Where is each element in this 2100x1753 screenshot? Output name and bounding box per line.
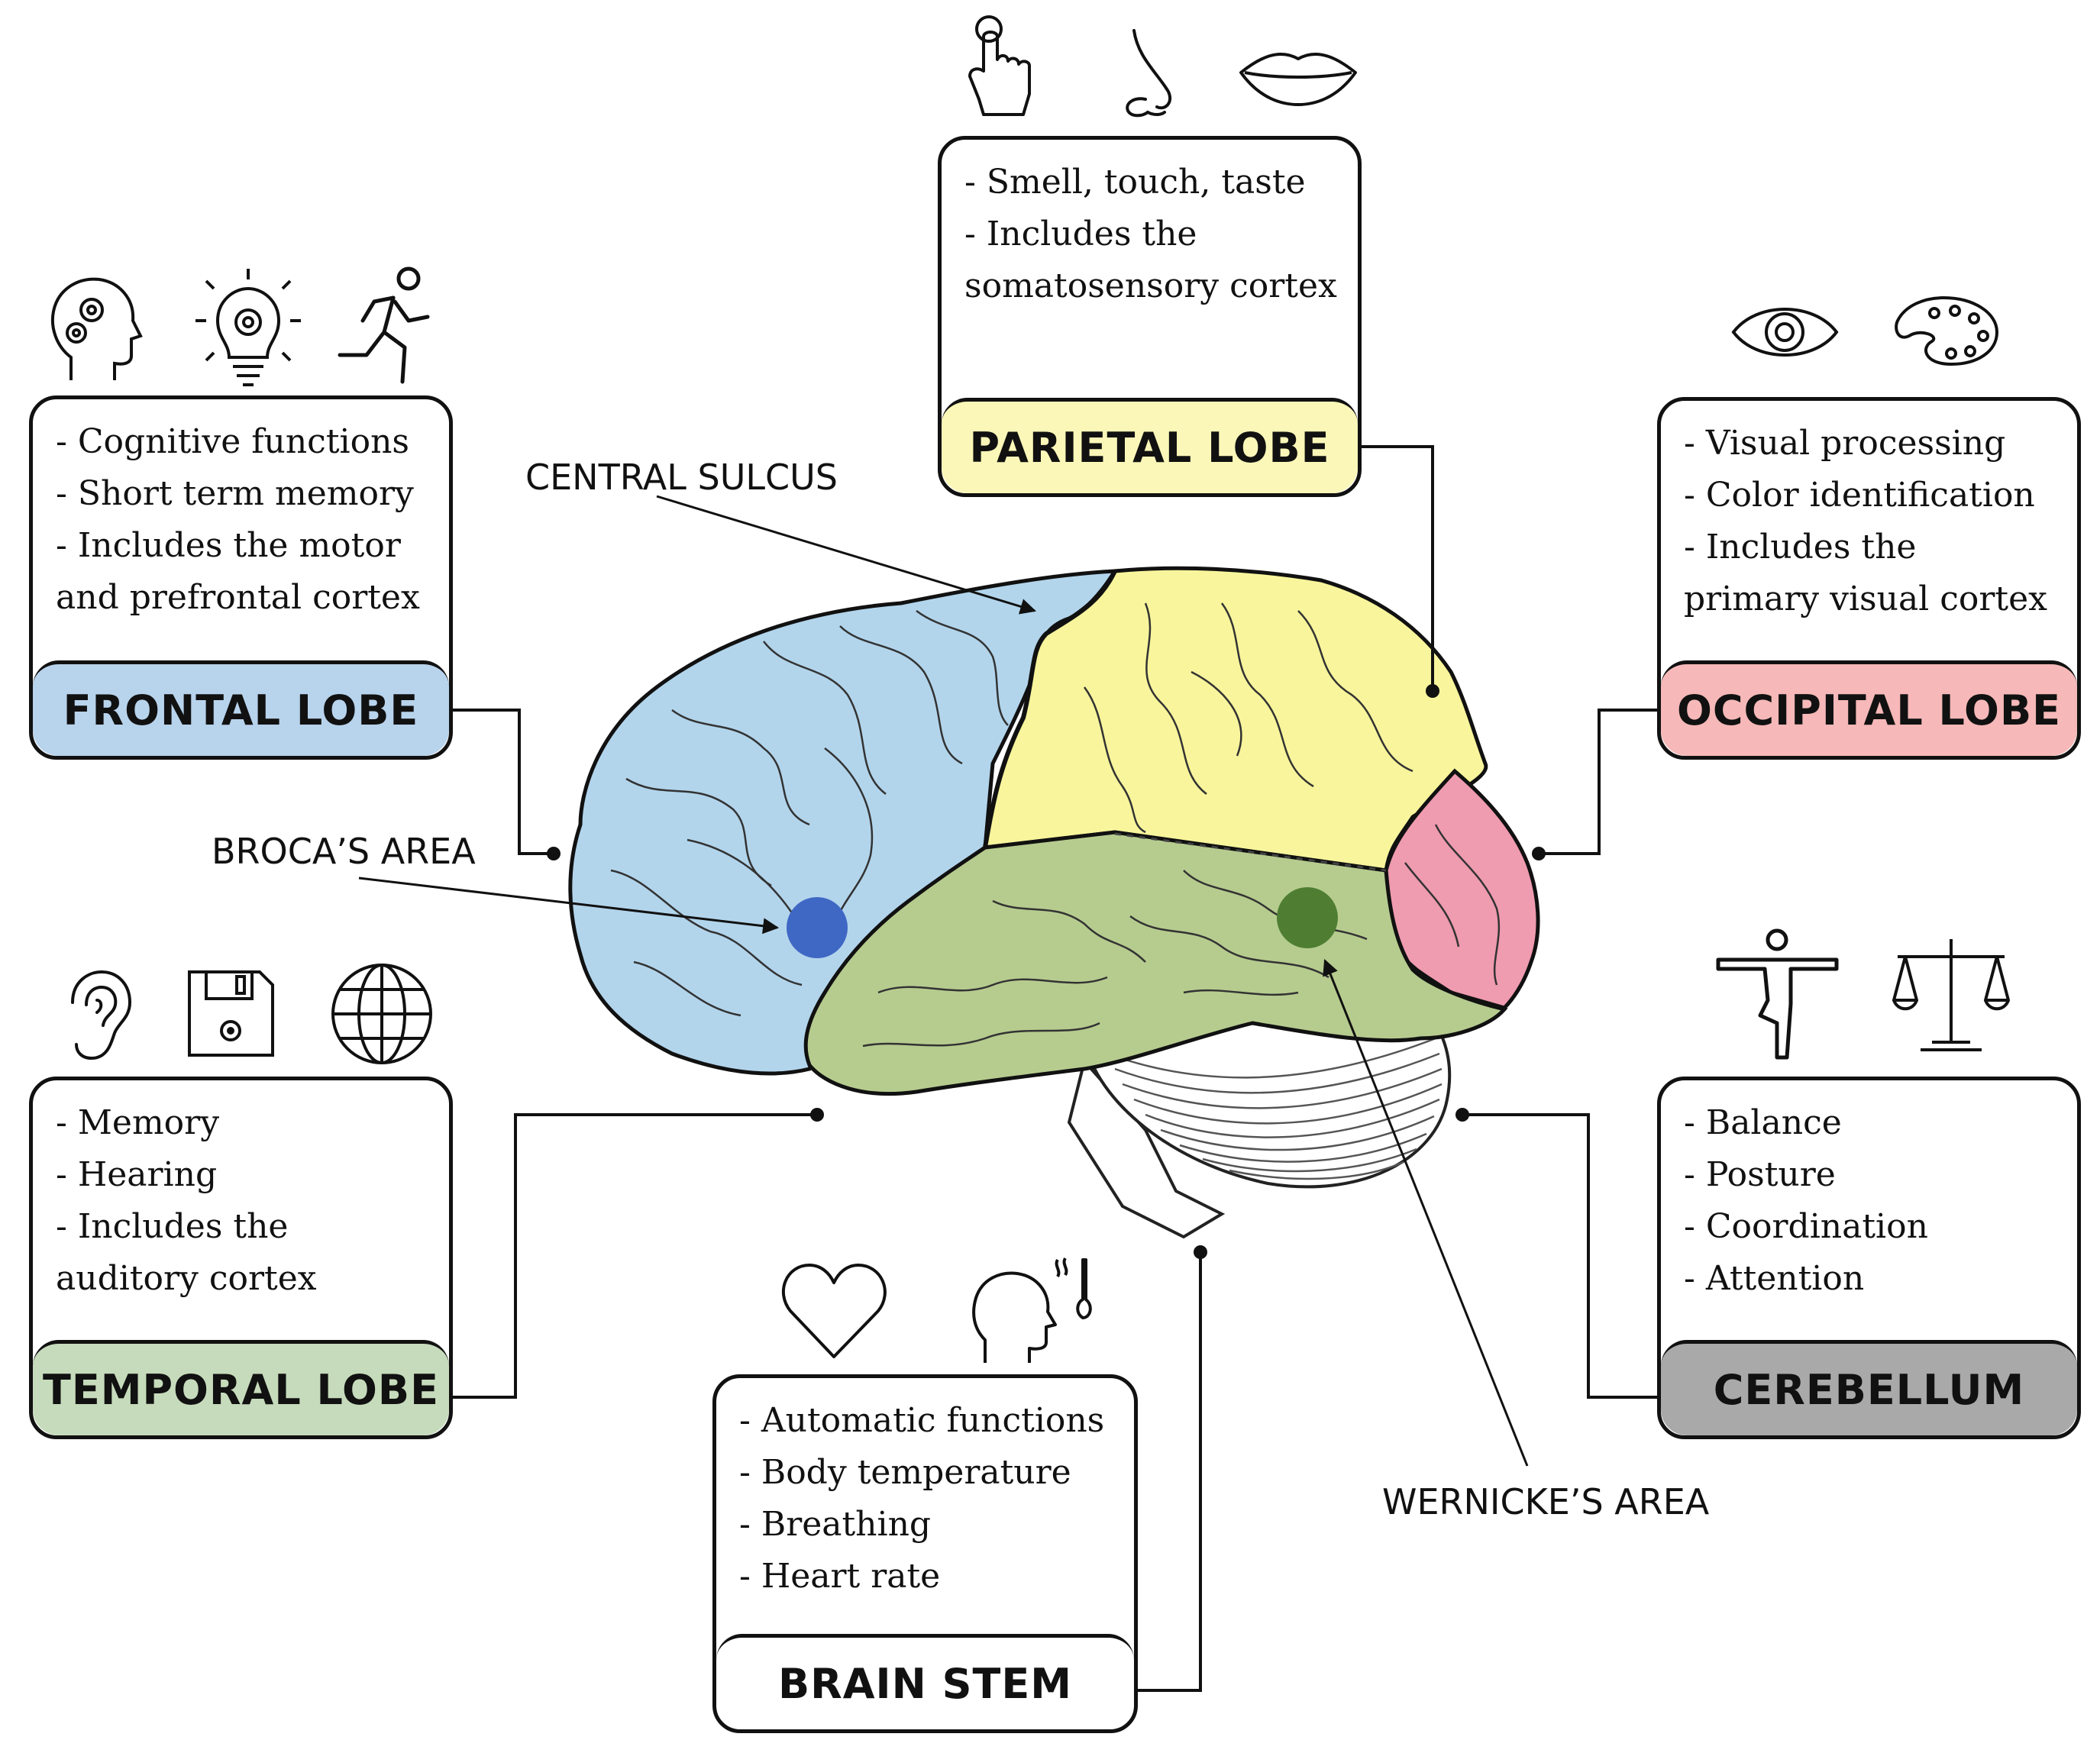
frontal-lobe-title: FRONTAL LOBE — [33, 660, 449, 756]
head-gears-icon — [50, 277, 143, 380]
brainstem-line-4: - Heart rate — [739, 1557, 941, 1596]
connector-lines — [453, 445, 1657, 1692]
parietal-lobe-title: PARIETAL LOBE — [942, 398, 1358, 493]
temporal-lobe-card: - Memory - Hearing - Includes the audito… — [29, 1077, 453, 1439]
broca-area-label: BROCA’S AREA — [212, 831, 476, 872]
occipital-line-4: primary visual cortex — [1684, 579, 2047, 618]
occipital-line-3: - Includes the — [1684, 528, 1917, 567]
temporal-line-4: auditory cortex — [56, 1259, 317, 1298]
brainstem-line-2: - Body temperature — [739, 1453, 1071, 1492]
temporal-line-2: - Hearing — [56, 1155, 218, 1194]
frontal-lobe-description: - Cognitive functions - Short term memor… — [33, 399, 449, 624]
brainstem-line-1: - Automatic functions — [739, 1401, 1105, 1440]
ear-icon — [71, 970, 132, 1061]
eye-icon — [1731, 308, 1839, 357]
broca-area-arrow — [358, 876, 780, 935]
cerebellum-line-3: - Coordination — [1684, 1207, 1928, 1246]
temporal-line-1: - Memory — [56, 1103, 220, 1142]
yoga-pose-icon — [1716, 928, 1839, 1060]
brain-stem-shape — [1067, 1057, 1226, 1239]
broca-area-dot — [787, 897, 848, 958]
occipital-lobe-description: - Visual processing - Color identificati… — [1661, 401, 2077, 625]
head-temperature-icon — [972, 1257, 1092, 1363]
occipital-lobe-title: OCCIPITAL LOBE — [1661, 660, 2077, 756]
central-sulcus-line — [983, 570, 1117, 848]
floppy-disk-icon — [188, 970, 274, 1057]
frontal-lobe-shape — [568, 569, 1119, 1076]
parietal-lobe-card: - Smell, touch, taste - Includes the som… — [938, 136, 1362, 497]
parietal-line-1: - Smell, touch, taste — [964, 163, 1306, 202]
occipital-lobe-card: - Visual processing - Color identificati… — [1657, 397, 2081, 760]
occipital-line-1: - Visual processing — [1684, 424, 2006, 463]
lightbulb-gear-icon — [195, 269, 301, 386]
cerebellum-line-4: - Attention — [1684, 1259, 1865, 1298]
parietal-line-3: somatosensory cortex — [964, 266, 1337, 305]
palette-icon — [1895, 295, 1999, 366]
cerebellum-title: CEREBELLUM — [1661, 1340, 2077, 1435]
parietal-lobe-description: - Smell, touch, taste - Includes the som… — [942, 140, 1358, 312]
brain-stem-description: - Automatic functions - Body temperature… — [716, 1378, 1134, 1603]
temporal-line-3: - Includes the — [56, 1207, 289, 1246]
brain-stem-title: BRAIN STEM — [716, 1634, 1134, 1729]
temporal-lobe-title: TEMPORAL LOBE — [33, 1340, 449, 1435]
central-sulcus-arrow — [656, 495, 1037, 615]
central-sulcus-label: CENTRAL SULCUS — [525, 457, 838, 498]
occipital-line-2: - Color identification — [1684, 476, 2035, 515]
cerebellum-shape — [1082, 1006, 1452, 1189]
cerebellum-line-2: - Posture — [1684, 1155, 1836, 1194]
frontal-lobe-card: - Cognitive functions - Short term memor… — [29, 395, 453, 760]
wernicke-area-arrow — [1323, 959, 1529, 1467]
globe-icon — [331, 964, 432, 1064]
running-person-icon — [338, 266, 430, 384]
nose-icon — [1126, 29, 1172, 118]
frontal-line-2: - Short term memory — [56, 474, 414, 513]
brain-stem-card: - Automatic functions - Body temperature… — [712, 1374, 1138, 1733]
heart-icon — [782, 1264, 887, 1358]
frontal-line-4: and prefrontal cortex — [56, 578, 420, 617]
cerebellum-description: - Balance - Posture - Coordination - Att… — [1661, 1080, 2077, 1305]
lobe-boundary — [1114, 832, 1387, 872]
gyri-lines — [610, 602, 1501, 1048]
temporal-lobe-description: - Memory - Hearing - Includes the audito… — [33, 1080, 449, 1305]
pointing-hand-icon — [968, 15, 1031, 116]
parietal-line-2: - Includes the — [964, 215, 1197, 253]
connector-dots — [547, 684, 1546, 1259]
wernicke-area-dot — [1277, 887, 1338, 948]
brainstem-line-3: - Breathing — [739, 1505, 932, 1544]
cerebellum-line-1: - Balance — [1684, 1103, 1842, 1142]
frontal-line-1: - Cognitive functions — [56, 422, 409, 461]
wernicke-area-label: WERNICKE’S AREA — [1382, 1481, 1710, 1522]
scales-icon — [1892, 939, 2010, 1051]
cerebellum-card: - Balance - Posture - Coordination - Att… — [1657, 1077, 2081, 1439]
frontal-line-3: - Includes the motor — [56, 526, 401, 565]
lips-icon — [1239, 52, 1357, 106]
